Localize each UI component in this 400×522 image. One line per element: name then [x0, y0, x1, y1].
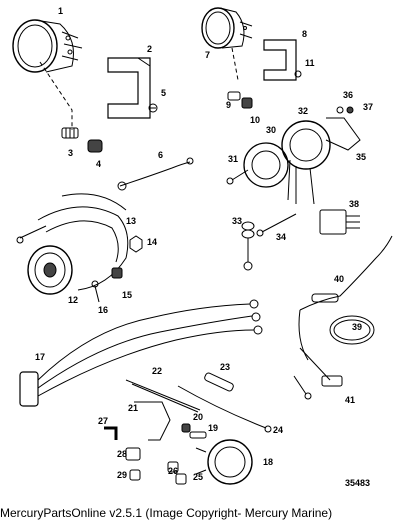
- part-19-sender: [189, 431, 207, 439]
- callout-20: 20: [193, 412, 203, 422]
- callout-24: 24: [273, 425, 283, 435]
- part-39-strap: [329, 315, 375, 345]
- part-13-housing: [16, 193, 129, 291]
- callout-28: 28: [117, 449, 127, 459]
- part-4-nut: [87, 139, 103, 153]
- callout-34: 34: [276, 232, 286, 242]
- callout-5: 5: [161, 88, 166, 98]
- part-18-gauge: [195, 439, 253, 485]
- callout-10: 10: [250, 115, 260, 125]
- callout-35: 35: [356, 152, 366, 162]
- callout-26: 26: [168, 466, 178, 476]
- part-2-bracket: [107, 57, 151, 119]
- callout-22: 22: [152, 366, 162, 376]
- part-36-washer: [336, 106, 344, 114]
- callout-21: 21: [128, 403, 138, 413]
- callout-3: 3: [68, 148, 73, 158]
- part-16-screw: [91, 280, 100, 303]
- callout-19: 19: [208, 423, 218, 433]
- callout-13: 13: [126, 216, 136, 226]
- copyright-footer: MercuryPartsOnline v2.5.1 (Image Copyrig…: [0, 506, 333, 520]
- part-9-stud: [227, 91, 241, 101]
- callout-11: 11: [305, 58, 315, 68]
- part-24-wire: [177, 385, 272, 433]
- part-20-fitting: [181, 423, 191, 433]
- part-40-harness: [298, 235, 393, 361]
- callout-14: 14: [147, 237, 157, 247]
- part-38-module: [319, 209, 360, 235]
- callout-4: 4: [96, 159, 101, 169]
- part-5-screw: [148, 103, 158, 113]
- part-26-fitting: [167, 461, 179, 473]
- callout-8: 8: [302, 29, 307, 39]
- callout-38: 38: [349, 199, 359, 209]
- callout-9: 9: [226, 100, 231, 110]
- callout-15: 15: [122, 290, 132, 300]
- callout-2: 2: [147, 44, 152, 54]
- part-10-nut: [241, 97, 253, 109]
- figure-id: 35483: [345, 478, 370, 488]
- callout-6: 6: [158, 150, 163, 160]
- part-25-fitting: [175, 473, 187, 485]
- callout-18: 18: [263, 457, 273, 467]
- part-17-harness: [19, 299, 263, 407]
- callout-7: 7: [205, 50, 210, 60]
- callout-39: 39: [352, 322, 362, 332]
- part-21-bracket: [134, 401, 171, 441]
- callout-23: 23: [220, 362, 230, 372]
- part-8-bracket: [263, 39, 297, 81]
- part-41-sender: [293, 347, 343, 400]
- part-31-screw: [226, 169, 249, 185]
- part-30-adapter: [243, 142, 289, 188]
- callout-32: 32: [298, 106, 308, 116]
- callout-30: 30: [266, 125, 276, 135]
- part-15-nut: [111, 267, 123, 279]
- part-28-fitting: [125, 447, 141, 461]
- callout-25: 25: [193, 472, 203, 482]
- callout-41: 41: [345, 395, 355, 405]
- part-1-gauge: [12, 19, 83, 130]
- part-12-gauge: [27, 245, 73, 295]
- part-6-wire: [117, 157, 194, 191]
- part-34-screw: [256, 213, 297, 237]
- callout-29: 29: [117, 470, 127, 480]
- callout-40: 40: [334, 274, 344, 284]
- callout-12: 12: [68, 295, 78, 305]
- part-7-gauge: [201, 7, 253, 81]
- callout-37: 37: [363, 102, 373, 112]
- part-37-nut: [346, 106, 354, 114]
- callout-33: 33: [232, 216, 242, 226]
- callout-27: 27: [98, 416, 108, 426]
- callout-17: 17: [35, 352, 45, 362]
- part-32-gauge: [281, 120, 331, 205]
- part-3-stud: [61, 127, 79, 139]
- callout-36: 36: [343, 90, 353, 100]
- callout-16: 16: [98, 305, 108, 315]
- part-11-screw: [294, 70, 302, 78]
- callout-1: 1: [58, 6, 63, 16]
- part-22-wire: [125, 379, 201, 413]
- part-29-plug: [129, 469, 141, 481]
- part-23-sleeve: [204, 372, 234, 392]
- part-33-spacer: [241, 221, 255, 271]
- part-35-bracket: [325, 117, 361, 151]
- part-27-elbow: [104, 426, 118, 440]
- callout-31: 31: [228, 154, 238, 164]
- part-14-nut: [129, 235, 143, 253]
